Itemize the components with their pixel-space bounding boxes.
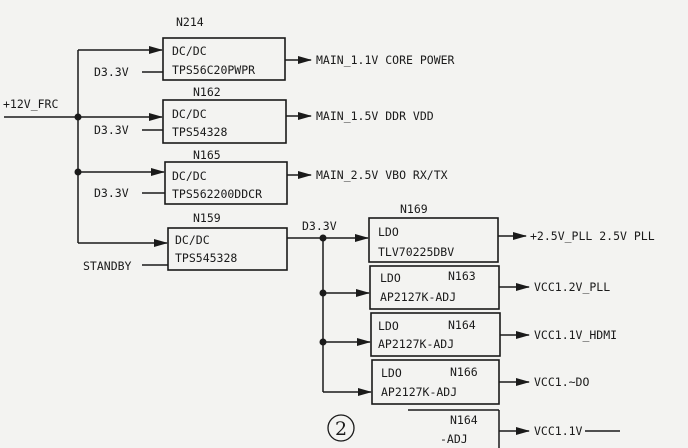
ref-label: N165	[193, 148, 221, 162]
output-label: MAIN_1.1V CORE POWER	[316, 53, 455, 67]
output-label: VCC1.1V_HDMI	[534, 328, 617, 342]
type-label: LDO	[378, 319, 399, 333]
output-label: VCC1.1V	[534, 424, 583, 438]
ldo-block-n163: LDO N163 AP2127K-ADJ VCC1.2V_PLL	[369, 265, 610, 310]
figure-number-circle	[327, 414, 355, 442]
ref-label: N159	[193, 211, 221, 225]
ref-label: N169	[400, 202, 428, 216]
output-label: MAIN_2.5V VBO RX/TX	[316, 168, 448, 182]
junction-dot	[319, 234, 327, 242]
part-label: TPS545328	[175, 251, 237, 265]
ldo-block-n164-partial: N164 -ADJ VCC1.1V	[408, 409, 620, 448]
ref-label: N214	[176, 15, 204, 29]
enable-label: D3.3V	[94, 123, 129, 137]
ldo-block-n169: N169 LDO TLV70225DBV +2.5V_PLL 2.5V PLL	[368, 202, 655, 263]
enable-label: D3.3V	[94, 186, 129, 200]
ldo-block-n164: LDO N164 AP2127K-ADJ VCC1.1V_HDMI	[370, 312, 617, 357]
output-label: VCC1.~DO	[534, 375, 589, 389]
part-label: AP2127K-ADJ	[381, 385, 457, 399]
ref-label: N164	[448, 318, 476, 332]
type-label: LDO	[378, 225, 399, 239]
type-label: LDO	[381, 366, 402, 380]
part-label: TPS56C20PWPR	[172, 63, 255, 77]
ldo-block-n166: LDO N166 AP2127K-ADJ VCC1.~DO	[371, 359, 589, 405]
enable-label: D3.3V	[94, 65, 129, 79]
ref-label: N163	[448, 269, 476, 283]
type-label: DC/DC	[172, 169, 207, 183]
part-label: TLV70225DBV	[378, 245, 454, 259]
output-label: MAIN_1.5V DDR VDD	[316, 109, 434, 123]
part-label: TPS562200DDCR	[172, 187, 262, 201]
dcdc-block-n162: N162 DC/DC TPS54328 D3.3V MAIN_1.5V DDR …	[94, 85, 434, 144]
ref-label: N164	[450, 413, 478, 427]
dcdc-block-n165: N165 DC/DC TPS562200DDCR D3.3V MAIN_2.5V…	[94, 148, 448, 205]
dcdc-block-n214: N214 DC/DC TPS56C20PWPR D3.3V MAIN_1.1V …	[94, 15, 455, 81]
part-label: TPS54328	[172, 125, 227, 139]
d33-rail-label: D3.3V	[302, 219, 337, 233]
output-label: +2.5V_PLL 2.5V PLL	[530, 229, 655, 243]
input-rail-label: +12V_FRC	[3, 97, 58, 111]
standby-label: STANDBY	[83, 259, 132, 273]
type-label: LDO	[380, 271, 401, 285]
dcdc-block-n159: N159 DC/DC TPS545328 STANDBY D3.3V	[83, 211, 337, 273]
figure-number: 2	[335, 418, 347, 440]
part-label: AP2127K-ADJ	[380, 290, 456, 304]
type-label: DC/DC	[172, 44, 207, 58]
part-label: -ADJ	[440, 432, 468, 446]
ref-label: N162	[193, 85, 221, 99]
ref-label: N166	[450, 365, 478, 379]
output-label: VCC1.2V_PLL	[534, 280, 610, 294]
part-label: AP2127K-ADJ	[378, 337, 454, 351]
type-label: DC/DC	[175, 233, 210, 247]
type-label: DC/DC	[172, 107, 207, 121]
